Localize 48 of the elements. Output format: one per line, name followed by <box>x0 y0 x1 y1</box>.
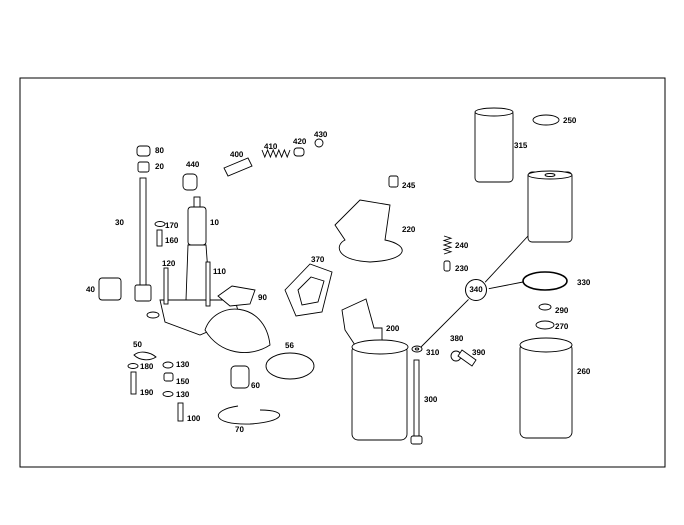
callout-number: 250 <box>563 116 576 125</box>
filter-element-drawing <box>528 170 572 242</box>
callout-number: 270 <box>555 322 568 331</box>
callout-number: 370 <box>311 255 324 264</box>
callout-number: 380 <box>450 334 464 343</box>
callout-number: 70 <box>235 425 244 434</box>
callout-number: 310 <box>426 348 440 357</box>
callout-number: 420 <box>293 137 306 146</box>
callout-number: 430 <box>314 130 328 139</box>
callout-number: 410 <box>264 142 278 151</box>
callout-number: 190 <box>140 388 154 397</box>
callout-number: 220 <box>402 225 416 234</box>
callout-number: 50 <box>133 340 142 349</box>
callout-number: 170 <box>165 221 178 230</box>
callout-number: 130 <box>176 390 190 399</box>
sealing-ring-drawing <box>522 271 568 291</box>
callout-circle: 340 <box>465 279 487 301</box>
callout-number: 40 <box>86 285 95 294</box>
callout-number: 180 <box>140 362 154 371</box>
callout-number: 20 <box>155 162 164 171</box>
callout-number: 200 <box>386 324 400 333</box>
callout-number: 245 <box>402 181 416 190</box>
callout-number: 160 <box>165 236 178 245</box>
callout-number: 30 <box>115 218 124 227</box>
callout-number: 440 <box>186 160 200 169</box>
leader-line <box>488 282 524 290</box>
callout-number: 330 <box>577 278 590 287</box>
callout-number: 315 <box>514 141 528 150</box>
callout-number: 60 <box>251 381 260 390</box>
callout-number: 150 <box>176 377 190 386</box>
callout-number: 240 <box>455 241 468 250</box>
leader-line <box>484 236 528 283</box>
callout-number: 390 <box>472 348 486 357</box>
callout-number: 90 <box>258 293 267 302</box>
callout-number: 110 <box>213 267 226 276</box>
callout-number: 10 <box>210 218 219 227</box>
leader-line <box>420 299 469 348</box>
callout-number: 400 <box>230 150 244 159</box>
callout-number: 300 <box>424 395 438 404</box>
callout-number: 260 <box>577 367 590 376</box>
callout-number: 100 <box>187 414 200 423</box>
callout-number: 120 <box>162 259 176 268</box>
callout-number: 130 <box>176 360 190 369</box>
callout-number: 290 <box>555 306 568 315</box>
washer-drawing <box>412 346 422 352</box>
callout-number: 56 <box>285 341 294 350</box>
callout-number: 230 <box>455 264 468 273</box>
callout-number: 80 <box>155 146 164 155</box>
